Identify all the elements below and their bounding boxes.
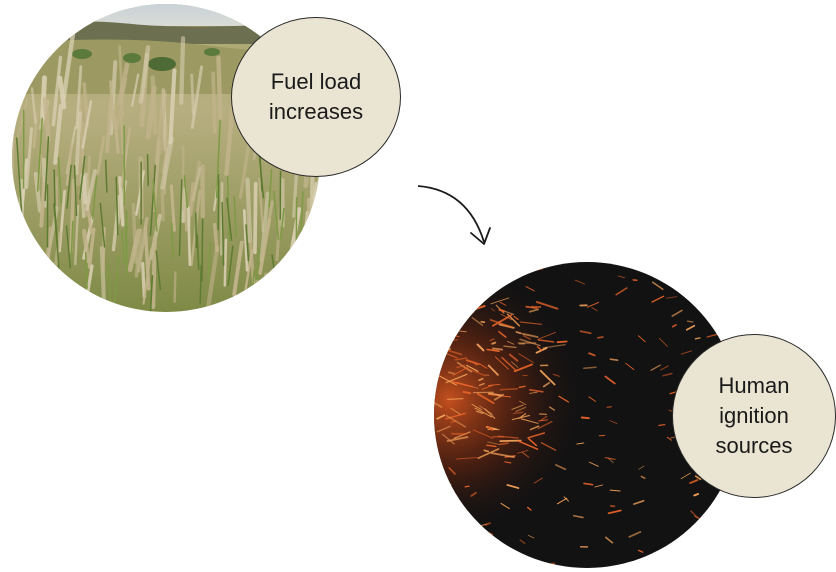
fuel-load-bubble: Fuel load increases (231, 17, 401, 177)
human-ignition-bubble: Human ignition sources (672, 334, 836, 498)
fuel-load-label-line2: increases (268, 99, 364, 124)
human-ignition-label-line3: sources (715, 433, 793, 458)
curved-arrow-icon (417, 185, 491, 245)
human-ignition-label-line1: Human (718, 373, 790, 398)
fuel-load-label-line1: Fuel load (270, 69, 362, 94)
human-ignition-label-line2: ignition (719, 403, 789, 428)
